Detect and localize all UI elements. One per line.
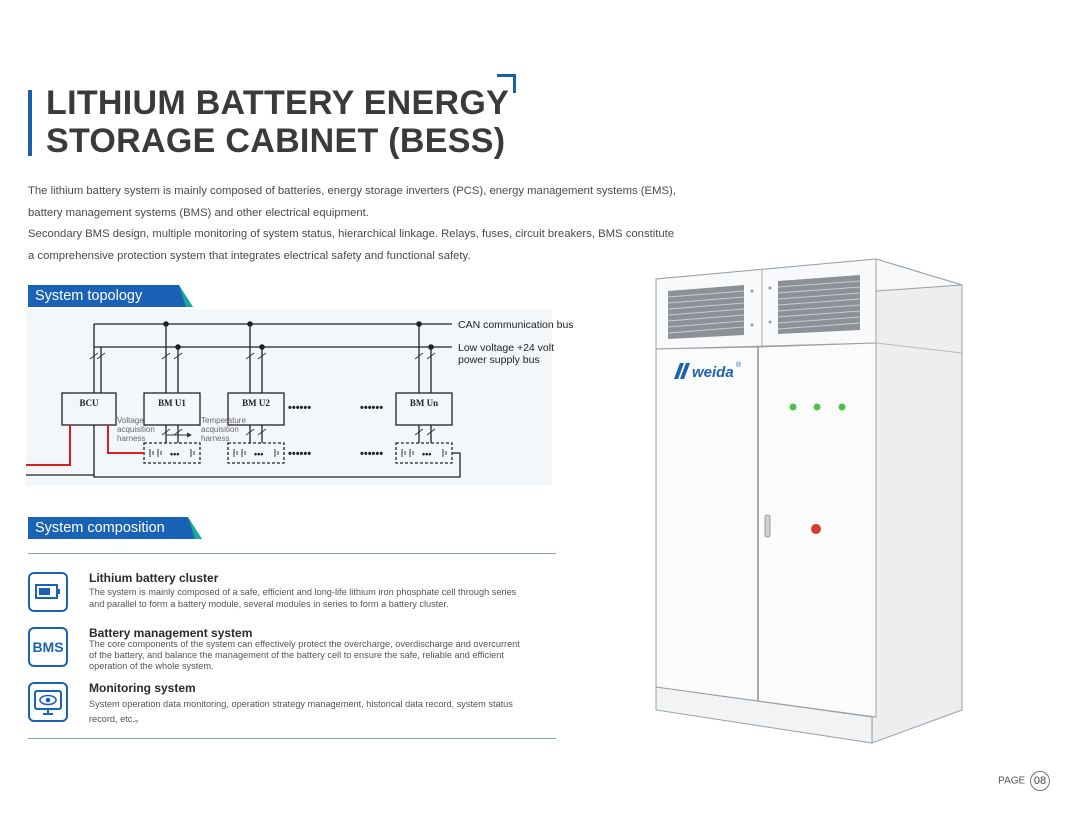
title-accent-bar [28, 90, 32, 156]
bcu-label: BCU [79, 398, 99, 408]
section-heading-composition: System composition [28, 517, 202, 539]
cell-group-2 [227, 442, 285, 464]
bmu1-box [143, 392, 201, 426]
intro-line: The lithium battery system is mainly com… [28, 185, 676, 197]
item-desc-battery-cluster: The system is mainly composed of a safe,… [89, 587, 559, 610]
composition-bottom-rule [28, 738, 556, 739]
topology-diagram: CAN communication bus Low voltage +24 vo… [26, 319, 574, 478]
voltage-harness-line1: Voltage [117, 416, 144, 425]
item-desc-line: operation of the whole system. [89, 660, 214, 671]
bmun-box [395, 392, 453, 426]
temp-harness-line2: acquisition [201, 425, 239, 434]
bmu1-label: BM U1 [158, 398, 186, 408]
brand-mark: ® [736, 361, 742, 369]
temp-harness-line3: harness [201, 434, 229, 443]
dots-between-bmu: •••••• [288, 402, 311, 414]
section-heading-topology-label: System topology [35, 288, 143, 304]
can-bus-label: CAN communication bus [458, 319, 574, 331]
item-desc-line: record, etc.。 [89, 713, 145, 724]
intro-line: a comprehensive protection system that i… [28, 249, 471, 262]
bcu-box [61, 392, 117, 426]
item-title-monitoring: Monitoring system [89, 681, 196, 695]
item-desc-line: and parallel to form a battery module, s… [89, 598, 449, 609]
bms-icon-text: BMS [32, 639, 64, 655]
page-number: 08 [1030, 771, 1050, 791]
monitor-eye-icon [28, 682, 68, 722]
voltage-harness-line3: harness [117, 434, 145, 443]
lv-bus-label-line2: power supply bus [458, 354, 540, 366]
item-title-bms: Battery management system [89, 626, 253, 640]
page-title-line1: LITHIUM BATTERY ENERGY [46, 84, 510, 122]
item-desc-monitoring: System operation data monitoring, operat… [89, 697, 559, 726]
composition-top-rule [28, 553, 556, 554]
bms-icon: BMS [28, 627, 68, 667]
battery-icon [28, 572, 68, 612]
bmun-label: BM Un [410, 398, 438, 408]
page-title-line2: STORAGE CABINET (BESS) [46, 122, 506, 160]
cell-dots-1: ••• [170, 449, 179, 459]
intro-line: battery management systems (BMS) and oth… [28, 206, 369, 219]
dots-cells-before-n: •••••• [360, 448, 383, 460]
negative-wire [93, 425, 461, 478]
item-title-battery-cluster: Lithium battery cluster [89, 571, 219, 585]
bmu2-label: BM U2 [242, 398, 270, 408]
item-desc-line: of the battery, and balance the manageme… [89, 649, 504, 660]
section-heading-topology: System topology [28, 285, 193, 307]
item-desc-bms: The core components of the system can ef… [89, 639, 559, 671]
section-heading-composition-label: System composition [35, 520, 165, 536]
cell-dots-2: ••• [254, 449, 263, 459]
dots-cells-mid: •••••• [288, 448, 311, 460]
voltage-harness-line2: acquisition [117, 425, 155, 434]
brand-text: weida [692, 364, 734, 381]
bess-cabinet-illustration: weida ® [655, 258, 963, 744]
item-desc-line: The core components of the system can ef… [89, 639, 520, 649]
page-indicator: PAGE 08 [998, 771, 1050, 791]
bmu2-box [227, 392, 285, 426]
positive-wire-left [26, 425, 71, 466]
cell-dots-n: ••• [422, 449, 431, 459]
temp-harness-line1: Temperature [201, 416, 246, 425]
page-title: LITHIUM BATTERY ENERGY STORAGE CABINET (… [46, 84, 509, 160]
page-label: PAGE [998, 775, 1026, 787]
intro-paragraph: The lithium battery system is mainly com… [28, 181, 698, 267]
item-desc-line: System operation data monitoring, operat… [89, 699, 513, 709]
lv-bus-label-line1: Low voltage +24 volt [458, 342, 554, 354]
weida-logo: weida ® [674, 361, 742, 381]
item-desc-line: The system is mainly composed of a safe,… [89, 587, 517, 597]
title-corner-mark [497, 74, 516, 93]
dots-before-bmun: •••••• [360, 402, 383, 414]
intro-line: Secondary BMS design, multiple monitorin… [28, 228, 675, 240]
topology-diagram-background [26, 309, 552, 486]
positive-wire-right [107, 425, 144, 454]
